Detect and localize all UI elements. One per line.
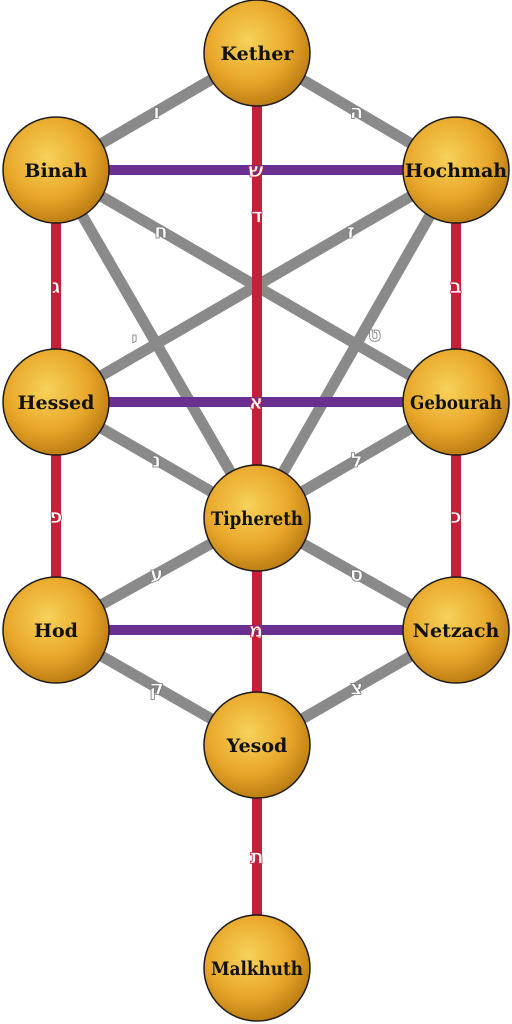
sephirah-label-binah: Binah <box>24 160 87 182</box>
sephirah-sphere <box>203 464 311 572</box>
sephirah-label-malkhuth: Malkhuth <box>211 958 303 980</box>
path-letter-gebourah-tiphereth: ל <box>350 448 362 472</box>
path-letter-hessed-tiphereth: נ <box>152 448 161 472</box>
sephirah-label-hessed: Hessed <box>18 392 95 414</box>
sephirah-yesod: Yesod <box>203 691 311 799</box>
sephirah-hod: Hod <box>2 576 110 684</box>
path-letter-hod-yesod: ק <box>149 676 164 700</box>
sephirah-sphere <box>2 116 110 224</box>
sephirah-label-netzach: Netzach <box>413 620 500 642</box>
path-letter-hochmah-gebourah: ב <box>450 274 462 298</box>
sephirah-label-yesod: Yesod <box>226 735 288 757</box>
sephirah-sphere <box>402 576 510 684</box>
path-binah-tiphereth <box>51 167 262 521</box>
path-letter-gebourah-netzach: כ <box>450 504 461 528</box>
path-letter-hochmah-hessed: ז <box>347 219 355 243</box>
sephirah-label-kether: Kether <box>221 43 295 65</box>
sephirah-sphere <box>203 0 311 107</box>
path-letter-kether-tiphereth: ד <box>251 204 263 228</box>
path-letter-hod-netzach: מ <box>249 618 263 642</box>
path-letter-binah-tiphereth: י <box>132 327 138 351</box>
sephirah-sphere <box>402 348 510 456</box>
sephirah-sphere <box>203 691 311 799</box>
path-letter-tiphereth-yesod: ר <box>251 620 263 644</box>
sephirah-hessed: Hessed <box>2 348 110 456</box>
sephirah-sphere <box>2 576 110 684</box>
sephirah-sphere <box>203 914 311 1022</box>
path-letter-binah-gebourah: ח <box>154 219 168 243</box>
path-letter-kether-hochmah: ה <box>350 100 364 124</box>
sephirah-sphere <box>2 348 110 456</box>
path-letter-hessed-hod: פ <box>49 504 62 528</box>
path-letter-hessed-gebourah: א <box>249 390 264 414</box>
sephirah-label-hod: Hod <box>34 620 78 642</box>
sephirah-label-tiphereth: Tiphereth <box>211 508 303 530</box>
sephirah-label-hochmah: Hochmah <box>405 160 507 182</box>
sephirah-binah: Binah <box>2 116 110 224</box>
sephirah-sphere <box>402 116 510 224</box>
path-letter-binah-hessed: ג <box>52 274 61 298</box>
path-letter-binah-hochmah: ש <box>248 158 263 182</box>
path-letter-tiphereth-netzach: ס <box>350 562 364 586</box>
sephirah-hochmah: Hochmah <box>402 116 510 224</box>
path-letter-tiphereth-hod: ע <box>150 562 163 586</box>
sephirah-tiphereth: Tiphereth <box>203 464 311 572</box>
sephirah-label-gebourah: Gebourah <box>410 392 502 414</box>
sephirah-kether: Kether <box>203 0 311 107</box>
path-letter-kether-binah: ו <box>153 100 160 124</box>
path-letter-hochmah-tiphereth: ט <box>368 322 382 346</box>
path-letter-yesod-malkhuth: ת <box>250 845 264 869</box>
sephirah-malkhuth: Malkhuth <box>203 914 311 1022</box>
sephirah-netzach: Netzach <box>402 576 510 684</box>
path-letter-netzach-yesod: צ <box>350 676 363 700</box>
letters-layer: ה ו דש ב ז ט ג ח י א נ פ ל כ ע ס רמ ק צ ת <box>49 99 462 869</box>
sephirah-gebourah: Gebourah <box>402 348 510 456</box>
